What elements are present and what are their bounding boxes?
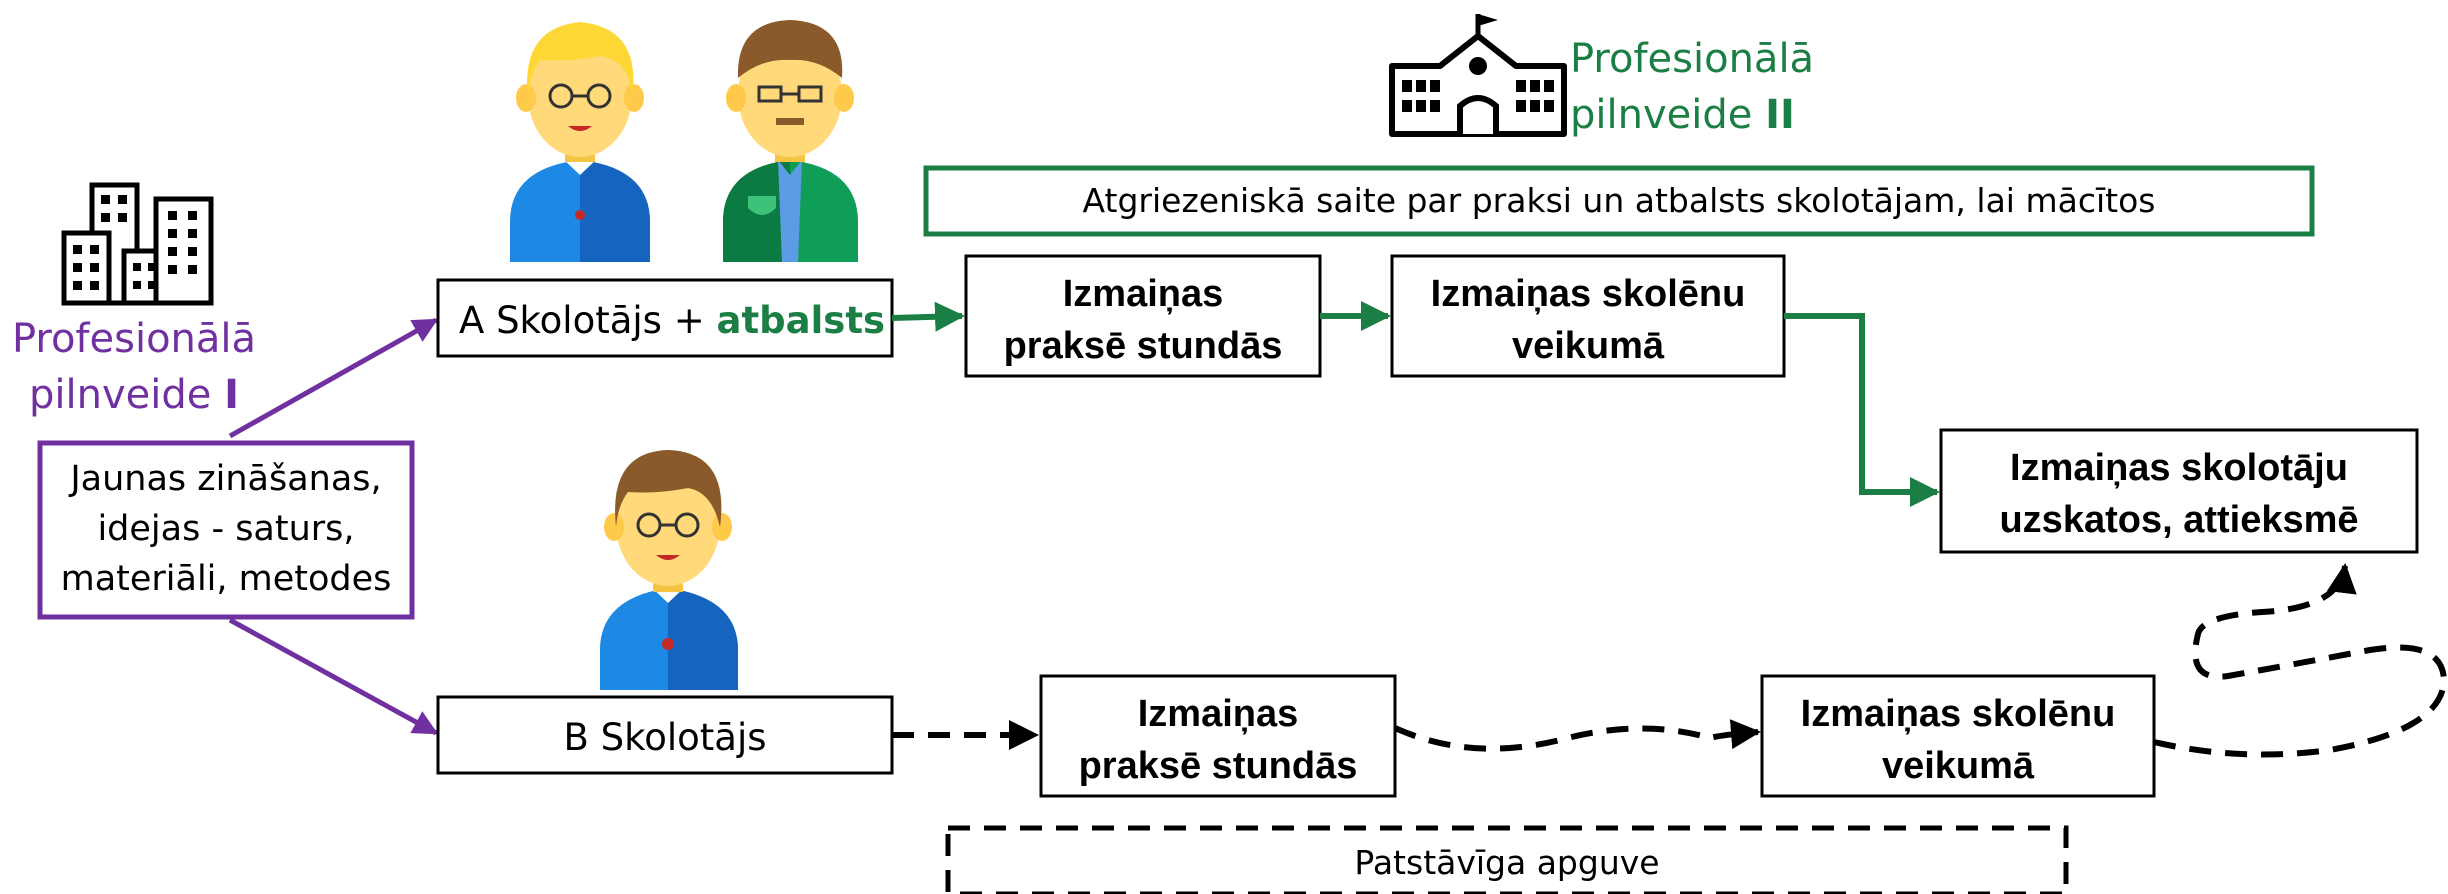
- a-practice-line1: Izmaiņas: [1063, 273, 1224, 315]
- arrow-a-students-to-attitudes: [1784, 313, 1940, 507]
- a-students-line1: Izmaiņas skolēnu: [1431, 273, 1746, 315]
- arrow-to-teacher-b: [228, 617, 439, 736]
- attitudes-line1: Izmaiņas skolotāju: [2010, 447, 2348, 489]
- a-practice-box: [964, 254, 1322, 378]
- a-students-line2: veikumā: [1512, 325, 1665, 367]
- b-practice-line2: praksē stundās: [1079, 745, 1358, 787]
- knowledge-line-2: idejas - saturs,: [97, 509, 354, 549]
- pd1-label-line2: pilnveide I: [29, 372, 239, 418]
- knowledge-line-1: Jaunas zināšanas,: [68, 459, 381, 499]
- self-study-box: [945, 825, 2069, 894]
- school-building-icon: [1389, 14, 1567, 137]
- pd2-label-line2: pilnveide II: [1570, 92, 1795, 138]
- feedback-text: Atgriezeniskā saite par praksi un atbals…: [1083, 181, 2156, 220]
- teacher-a-box: [436, 278, 894, 358]
- mentor-avatar-glasses-icon: [723, 20, 858, 262]
- pd2-label-line1: Profesionālā: [1570, 36, 1814, 82]
- teacher-b-box: [436, 695, 894, 775]
- b-students-line1: Izmaiņas skolēnu: [1801, 693, 2116, 735]
- city-buildings-icon: [61, 182, 214, 306]
- self-study-label: Patstāvīga apguve: [1354, 843, 1659, 882]
- teacher-b-label: B Skolotājs: [563, 716, 766, 759]
- pd1-label-line1: Profesionālā: [12, 316, 256, 362]
- arrow-a-to-practice: [891, 301, 965, 332]
- b-practice-box: [1039, 674, 1397, 798]
- arrow-b-students-to-attitudes: [2153, 563, 2448, 758]
- teacher-avatar-blonde-icon: [510, 22, 650, 262]
- knowledge-line-3: materiāli, metodes: [61, 559, 392, 599]
- attitudes-box: [1939, 428, 2419, 554]
- b-students-box: [1760, 674, 2156, 798]
- teacher-avatar-brown-hair-icon: [600, 450, 738, 690]
- knowledge-box: [37, 440, 415, 620]
- b-students-line2: veikumā: [1882, 745, 2035, 787]
- arrow-to-teacher-a: [228, 317, 439, 439]
- arrow-b-practice-to-students: [1393, 719, 1761, 752]
- a-students-box: [1390, 254, 1786, 378]
- a-practice-line2: praksē stundās: [1004, 325, 1283, 367]
- teacher-a-label: A Skolotājs + atbalsts: [459, 299, 885, 342]
- attitudes-line2: uzskatos, attieksmē: [1999, 499, 2358, 541]
- b-practice-line1: Izmaiņas: [1138, 693, 1299, 735]
- feedback-box: [923, 165, 2315, 237]
